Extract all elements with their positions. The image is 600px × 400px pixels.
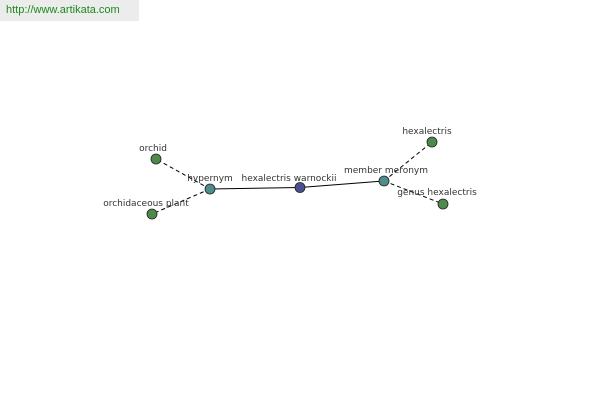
label-orchidaceous-plant: orchidaceous plant bbox=[103, 199, 189, 209]
node-hypernym[interactable] bbox=[204, 183, 216, 195]
label-genus-hexalectris: genus hexalectris bbox=[397, 188, 477, 198]
node-genus-hexalectris[interactable] bbox=[437, 198, 449, 210]
label-hypernym: hypernym bbox=[187, 174, 233, 184]
node-member-meronym[interactable] bbox=[378, 175, 390, 187]
node-center[interactable] bbox=[294, 182, 306, 193]
source-url-text: http://www.artikata.com bbox=[6, 4, 120, 16]
edge-hypernym-orchidaceous-plant bbox=[151, 188, 211, 215]
node-hexalectris[interactable] bbox=[426, 136, 438, 148]
edge-hypernym-center bbox=[209, 187, 301, 190]
node-orchid[interactable] bbox=[150, 153, 162, 165]
edge-hypernym-orchid bbox=[155, 158, 211, 190]
node-orchidaceous-plant[interactable] bbox=[146, 208, 158, 220]
source-url-banner: http://www.artikata.com bbox=[0, 0, 139, 21]
edge-center-member-meronym bbox=[299, 180, 385, 188]
edge-member-meronym-hexalectris bbox=[383, 141, 433, 182]
label-center: hexalectris warnockii bbox=[242, 174, 337, 184]
edge-member-meronym-genus-hexalectris bbox=[383, 180, 444, 205]
label-orchid: orchid bbox=[139, 144, 167, 154]
label-member-meronym: member meronym bbox=[344, 166, 428, 176]
label-hexalectris: hexalectris bbox=[402, 127, 452, 137]
